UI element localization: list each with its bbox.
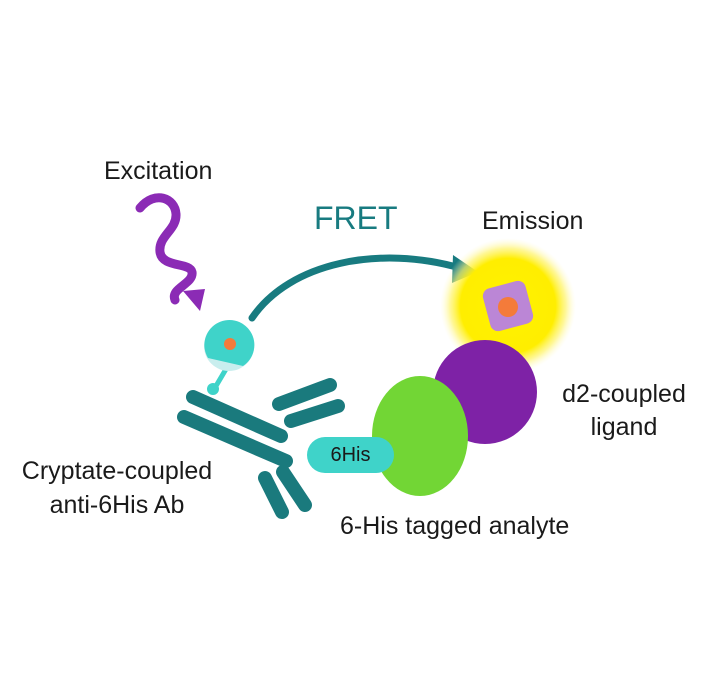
analyte-oval	[372, 376, 468, 496]
emission-label: Emission	[482, 207, 584, 235]
cryptate-dot	[224, 338, 236, 350]
antibody	[177, 378, 345, 519]
fret-arrow	[248, 254, 464, 322]
his-tag-badge: 6His	[307, 437, 394, 473]
excitation-wave	[135, 193, 197, 305]
d2-ligand-label-line1: d2-coupled	[562, 380, 686, 408]
excitation-arrowhead	[183, 289, 205, 311]
analyte-label: 6-His tagged analyte	[340, 512, 570, 540]
d2-ligand-label-line2: ligand	[590, 413, 658, 441]
cryptate-antibody-label-line2: anti-6His Ab	[49, 491, 185, 519]
excitation-label: Excitation	[104, 157, 213, 185]
acceptor-dot	[498, 297, 518, 317]
cryptate-linker-knob	[207, 383, 219, 395]
cryptate-antibody-label-line1: Cryptate-coupled	[21, 457, 213, 485]
fret-label: FRET	[314, 200, 398, 236]
